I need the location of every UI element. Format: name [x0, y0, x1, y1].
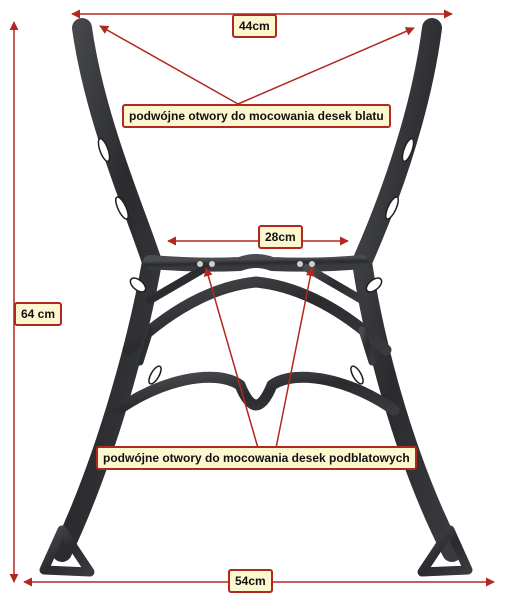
- height-label: 64 cm: [14, 302, 63, 326]
- pointer-lower-right: [275, 267, 315, 449]
- pointer-top-left: [99, 25, 239, 105]
- inner-width-label: 28cm: [258, 225, 303, 249]
- lower-holes-annotation: podwójne otwory do mocowania desek podbl…: [96, 446, 417, 470]
- top-width-label: 44cm: [232, 14, 277, 38]
- base-width-label: 54cm: [228, 569, 273, 593]
- rail-mounting-holes: [197, 261, 315, 267]
- pointer-lower-left: [203, 267, 259, 449]
- pointer-top-right: [237, 27, 415, 105]
- leg-slots: [97, 137, 415, 385]
- top-holes-annotation: podwójne otwory do mocowania desek blatu: [122, 104, 391, 128]
- pointer-lines: [99, 25, 415, 449]
